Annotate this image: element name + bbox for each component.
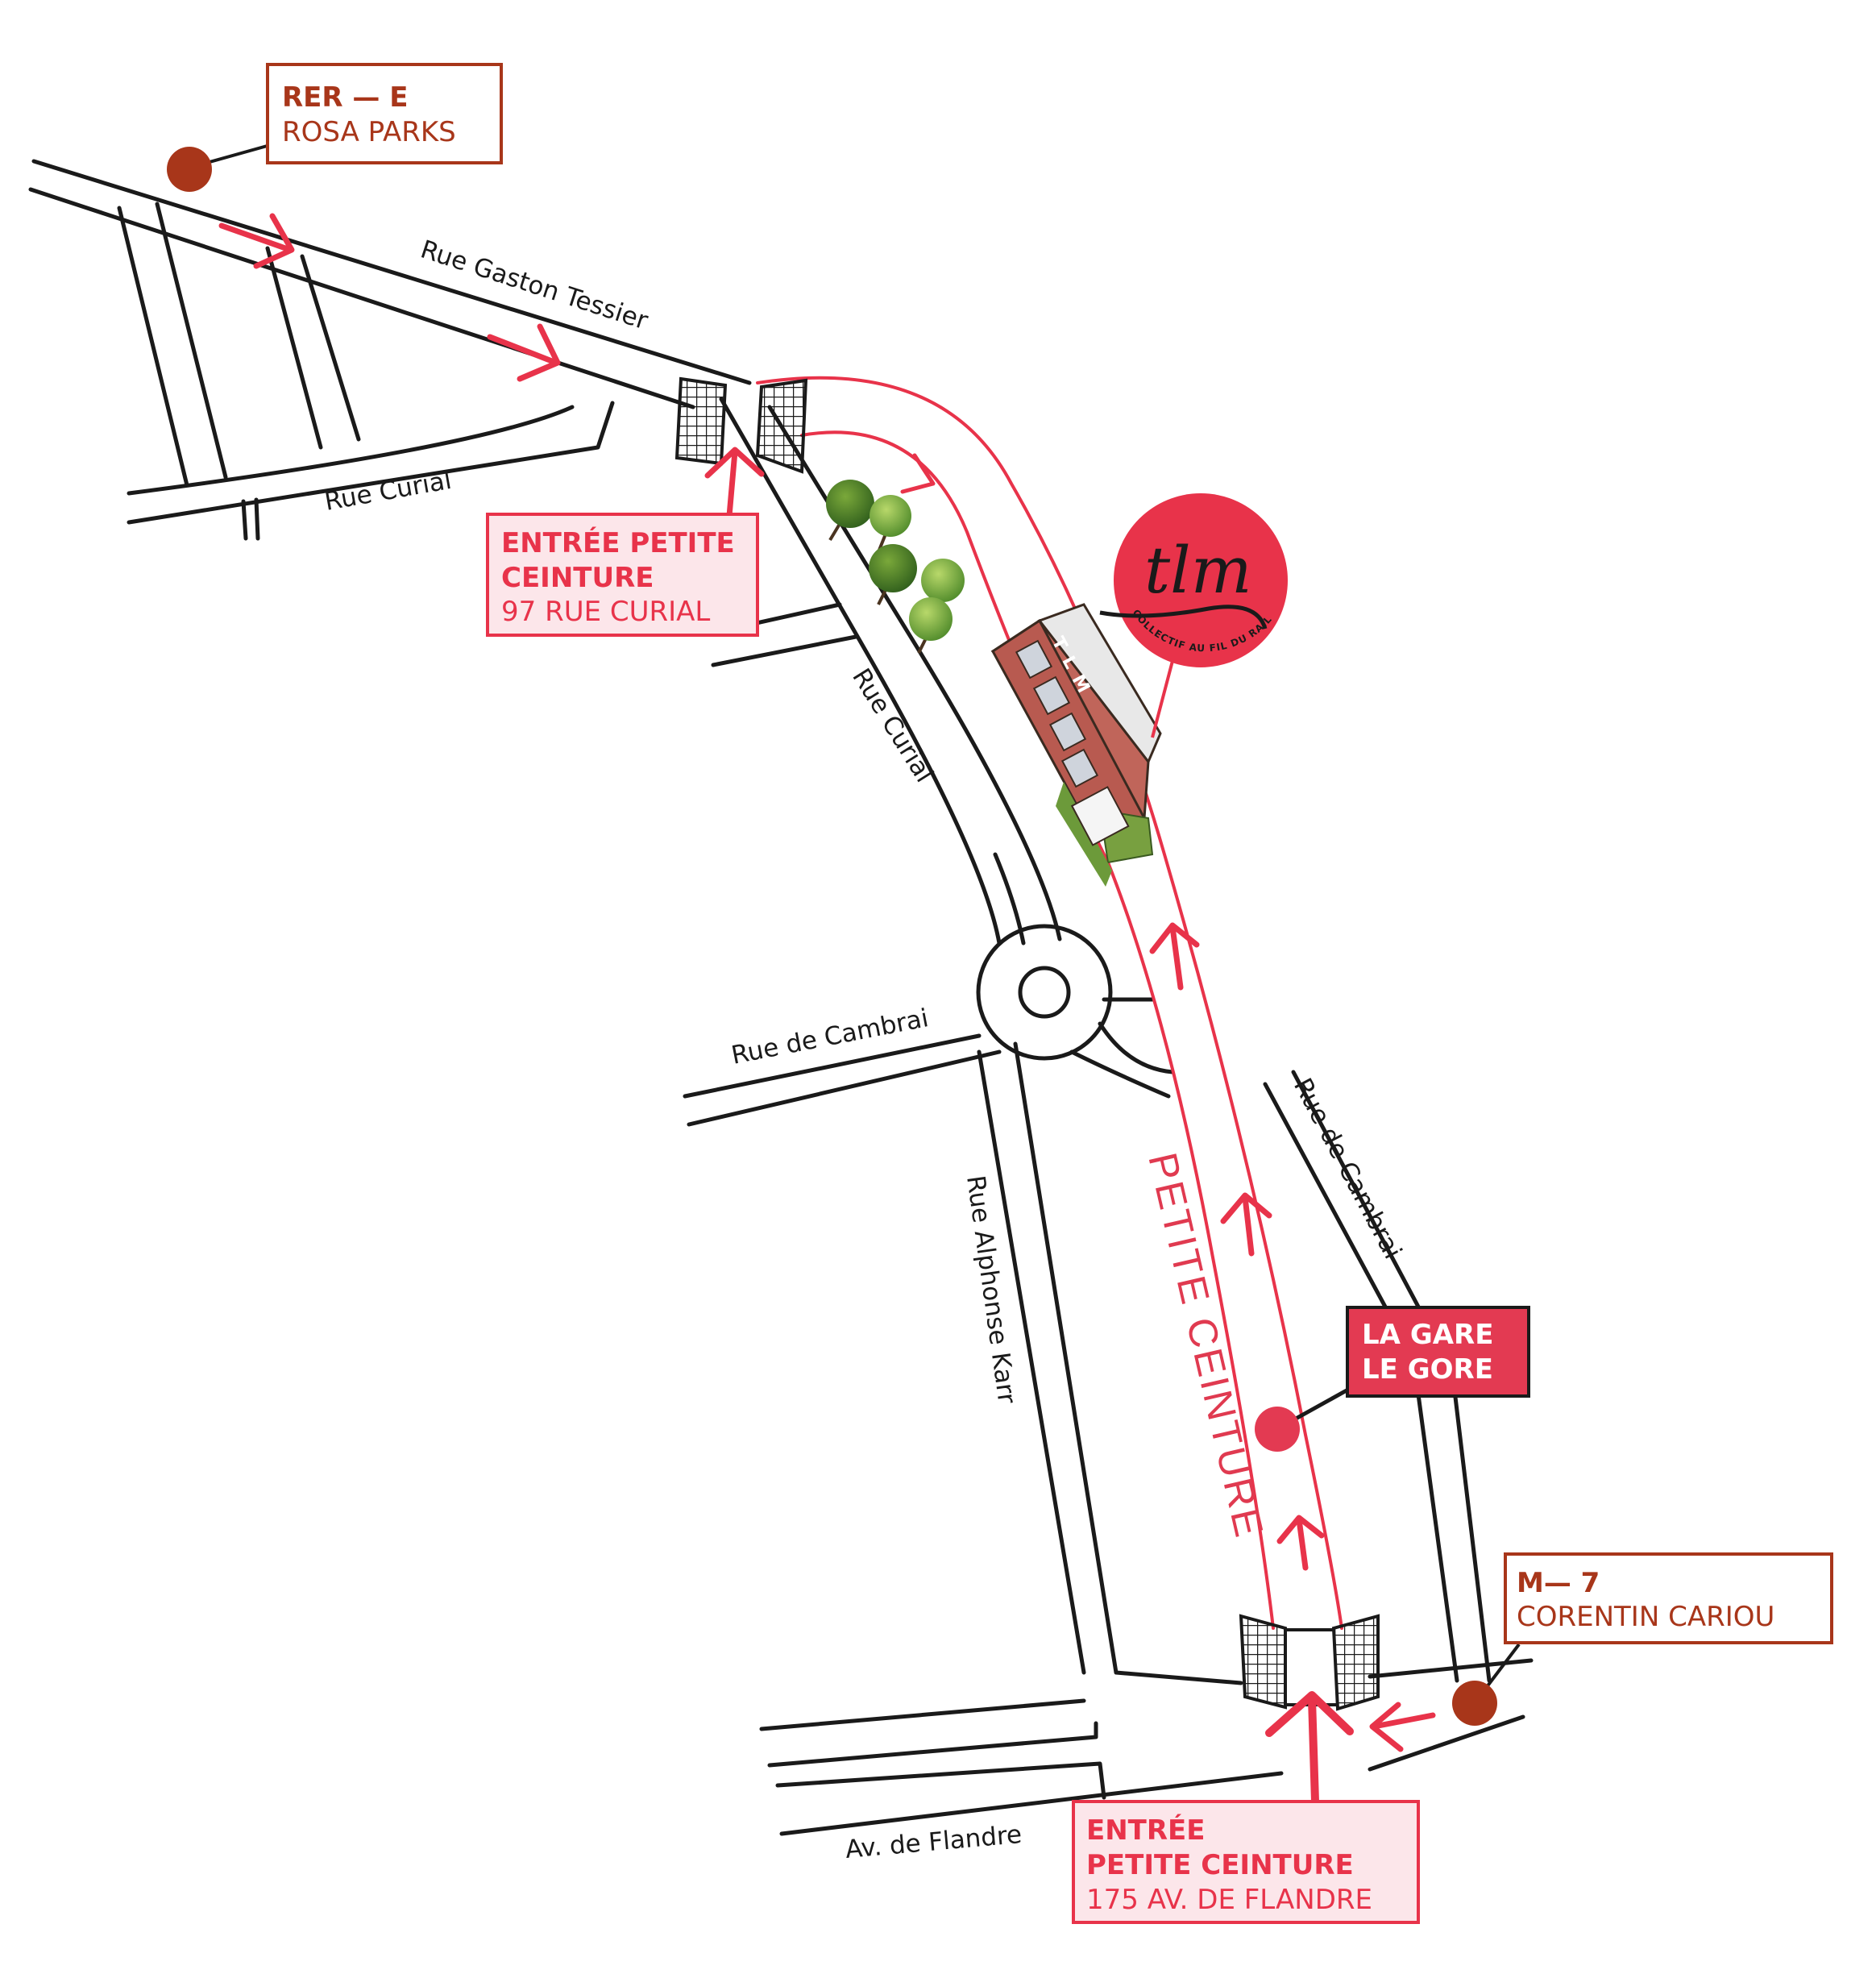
road-cambrai-west-south xyxy=(687,1049,1002,1127)
road-flandre-north xyxy=(1114,1670,1243,1685)
entry-south-box xyxy=(1072,1800,1420,1924)
gate-icon xyxy=(674,376,728,466)
direction-arrow-icon xyxy=(218,213,295,269)
road-curial-west-south xyxy=(127,401,615,525)
gore-line2: LE GORE xyxy=(1362,1353,1493,1386)
direction-arrow-icon xyxy=(900,453,936,494)
label-rue-alphonse-karr: Rue Alphonse Karr xyxy=(961,1174,1021,1406)
road-curial-west-stub xyxy=(254,497,260,541)
road-west-c xyxy=(265,246,323,450)
tlm-logo-mark: tlm xyxy=(1144,533,1252,608)
trees xyxy=(826,480,965,654)
entry-north-line2: CEINTURE xyxy=(501,562,654,594)
roundabout-outer xyxy=(976,924,1113,1061)
road-karr-east xyxy=(1013,1041,1119,1675)
tree-icon xyxy=(909,597,953,654)
label-petite-ceinture: PETITE CEINTURE xyxy=(1139,1149,1272,1544)
roundabout-inner xyxy=(1018,966,1071,1019)
rer-station-name: ROSA PARKS xyxy=(282,116,456,148)
gate-icon xyxy=(755,378,808,474)
metro-line: M— 7 xyxy=(1517,1567,1600,1599)
metro-box xyxy=(1504,1552,1833,1644)
road-cambrai-west-north xyxy=(683,1033,982,1099)
road-curial-median xyxy=(993,852,1026,945)
entry-north-address: 97 RUE CURIAL xyxy=(501,596,710,628)
entry-north-line1: ENTRÉE PETITE xyxy=(501,526,735,559)
direction-arrow-icon xyxy=(1265,1691,1354,1806)
station-dot-icon xyxy=(1452,1681,1497,1726)
entry-south-line2: PETITE CEINTURE xyxy=(1086,1849,1354,1881)
direction-arrow-icon xyxy=(1369,1702,1436,1752)
road-flandre-east-2 xyxy=(1368,1714,1525,1772)
road-roundabout-east-2 xyxy=(1098,1021,1175,1074)
road-flandre-mid-2 xyxy=(775,1761,1106,1800)
entry-north: ENTRÉE PETITE CEINTURE 97 RUE CURIAL xyxy=(486,513,759,637)
road-east-ns-west xyxy=(1416,1392,1459,1683)
direction-arrows xyxy=(218,213,1436,1806)
road-flandre-mid xyxy=(767,1721,1098,1768)
direction-arrow-icon xyxy=(487,323,561,382)
rer-box xyxy=(266,63,503,164)
station-dot-icon xyxy=(1255,1407,1300,1452)
metro-station: M— 7 CORENTIN CARIOU xyxy=(1452,1552,1833,1726)
label-rue-gaston-tessier: Rue Gaston Tessier xyxy=(417,235,652,335)
rail-outer-edge xyxy=(756,376,1343,1630)
road-curial-west-north xyxy=(127,405,575,496)
road-east-ns-east xyxy=(1452,1388,1492,1683)
tree-icon xyxy=(870,495,911,553)
tree-icon xyxy=(826,480,874,542)
gate-icon xyxy=(1239,1614,1287,1710)
road-west-b xyxy=(155,202,228,480)
road-gaston-tessier-south xyxy=(28,187,695,409)
direction-arrow-icon xyxy=(1276,1515,1325,1571)
label-rue-curial-diag: Rue Curial xyxy=(846,663,939,788)
direction-arrow-icon xyxy=(704,447,765,519)
road-curial-west-stub2 xyxy=(241,499,248,541)
road-west-d xyxy=(300,254,361,442)
entry-south: ENTRÉE PETITE CEINTURE 175 AV. DE FLANDR… xyxy=(1072,1800,1420,1924)
tlm-logo-circle xyxy=(1114,493,1288,667)
gates xyxy=(674,376,1380,1711)
entry-south-address: 175 AV. DE FLANDRE xyxy=(1086,1884,1372,1916)
road-curial-diag-west xyxy=(719,397,1002,945)
road-gaston-tessier-north xyxy=(31,159,752,385)
station-dot-icon xyxy=(167,147,212,192)
entry-south-line1: ENTRÉE xyxy=(1086,1814,1206,1847)
petite-ceinture-corridor xyxy=(756,376,1343,1630)
road-karr-west xyxy=(977,1049,1086,1675)
road-curial-stub-south xyxy=(711,634,858,667)
road-flandre-south xyxy=(779,1771,1284,1836)
label-rue-de-cambrai-west: Rue de Cambrai xyxy=(729,1004,932,1070)
rer-station: RER — E ROSA PARKS xyxy=(167,63,503,192)
entry-north-box xyxy=(486,513,759,637)
road-roundabout-east-3 xyxy=(1069,1049,1171,1099)
rail-inner-edge xyxy=(800,430,1275,1630)
label-rue-curial-west: Rue Curial xyxy=(322,466,454,517)
tree-icon xyxy=(869,544,917,605)
tlm-logo: tlm COLLECTIF AU FIL DU RAIL xyxy=(1099,493,1288,738)
tlm-building: TLM xyxy=(990,603,1162,887)
road-west-a xyxy=(117,206,189,488)
gore-line1: LA GARE xyxy=(1362,1319,1493,1351)
rer-line: RER — E xyxy=(282,81,409,114)
road-flandre-north-2 xyxy=(759,1698,1086,1731)
gore-location: LA GARE LE GORE xyxy=(1255,1306,1530,1452)
label-av-de-flandre: Av. de Flandre xyxy=(845,1820,1023,1864)
direction-arrow-icon xyxy=(1149,922,1200,991)
gate-icon xyxy=(1331,1614,1380,1711)
road-network xyxy=(28,159,1534,1836)
metro-station-name: CORENTIN CARIOU xyxy=(1517,1601,1774,1633)
road-curial-diag-east xyxy=(767,405,1062,941)
gore-box xyxy=(1346,1306,1530,1398)
direction-arrow-icon xyxy=(1220,1192,1272,1257)
